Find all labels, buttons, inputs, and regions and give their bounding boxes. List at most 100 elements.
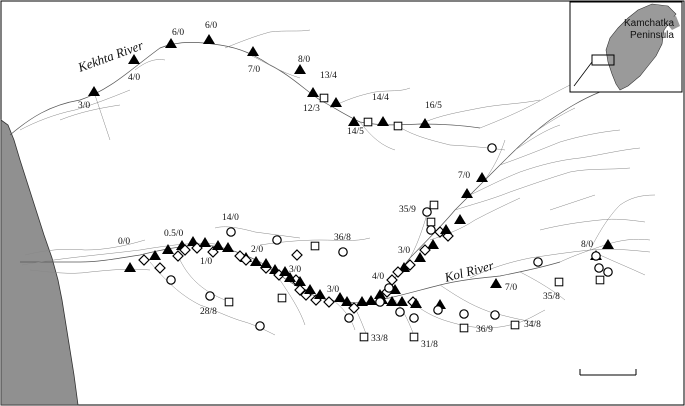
black-triangle-icon bbox=[162, 244, 174, 254]
site-label: 7/0 bbox=[248, 65, 260, 75]
black-triangle-icon bbox=[260, 258, 272, 268]
open-square-icon bbox=[277, 293, 287, 303]
open-square-icon bbox=[429, 200, 439, 210]
black-triangle-icon bbox=[386, 296, 398, 306]
sea-area bbox=[0, 119, 79, 406]
black-triangle-icon bbox=[476, 172, 488, 182]
open-circle-icon bbox=[459, 309, 469, 319]
black-triangle-icon bbox=[128, 54, 140, 64]
black-triangle-icon bbox=[247, 46, 259, 56]
open-circle-icon bbox=[409, 313, 419, 323]
black-triangle-icon bbox=[396, 296, 408, 306]
open-diamond-icon bbox=[323, 296, 335, 308]
open-diamond-icon bbox=[294, 284, 306, 296]
open-diamond-icon bbox=[404, 259, 416, 271]
open-circle-icon bbox=[490, 310, 500, 320]
site-label: 4/0 bbox=[128, 73, 140, 83]
open-diamond-icon bbox=[179, 244, 191, 256]
black-triangle-icon bbox=[410, 298, 422, 308]
site-label: 7/0 bbox=[505, 283, 517, 293]
open-circle-icon bbox=[205, 291, 215, 301]
site-label: 35/9 bbox=[399, 205, 416, 215]
open-circle-icon bbox=[272, 235, 282, 245]
black-triangle-icon bbox=[454, 214, 466, 224]
open-circle-icon bbox=[433, 305, 443, 315]
black-triangle-icon bbox=[212, 240, 224, 250]
black-triangle-icon bbox=[222, 242, 234, 252]
site-label: 4/0 bbox=[372, 272, 384, 282]
black-triangle-icon bbox=[203, 34, 215, 44]
open-square-icon bbox=[426, 217, 436, 227]
black-triangle-icon bbox=[602, 239, 614, 249]
black-triangle-icon bbox=[330, 97, 342, 107]
black-triangle-icon bbox=[199, 237, 211, 247]
inset-study-area-box bbox=[591, 54, 615, 66]
black-triangle-icon bbox=[490, 278, 502, 288]
black-triangle-icon bbox=[124, 262, 136, 272]
open-circle-icon bbox=[375, 297, 385, 307]
open-circle-icon bbox=[166, 275, 176, 285]
site-label: 8/0 bbox=[298, 55, 310, 65]
black-triangle-icon bbox=[334, 292, 346, 302]
open-circle-icon bbox=[384, 283, 394, 293]
site-label: 31/8 bbox=[421, 340, 438, 350]
sample-site-markers bbox=[88, 34, 614, 342]
black-triangle-icon bbox=[165, 38, 177, 48]
open-circle-icon bbox=[226, 227, 236, 237]
open-circle-icon bbox=[395, 307, 405, 317]
black-triangle-icon bbox=[149, 250, 161, 260]
sample-site-labels: 3/04/06/06/07/08/013/412/314/414/516/57/… bbox=[78, 21, 593, 350]
open-square-icon bbox=[459, 323, 469, 333]
open-circle-icon bbox=[594, 263, 604, 273]
open-square-icon bbox=[224, 297, 234, 307]
open-circle-icon bbox=[426, 225, 436, 235]
site-label: 6/0 bbox=[205, 21, 217, 31]
open-circle-icon bbox=[591, 251, 601, 261]
site-label: 6/0 bbox=[172, 28, 184, 38]
site-label: 0.5/0 bbox=[164, 229, 184, 239]
site-label: 8/0 bbox=[581, 240, 593, 250]
open-diamond-icon bbox=[154, 262, 166, 274]
open-diamond-icon bbox=[138, 254, 150, 266]
site-label: 13/4 bbox=[320, 71, 337, 81]
black-triangle-icon bbox=[377, 116, 389, 126]
inset-label-line2: Peninsula bbox=[630, 30, 674, 41]
site-label: 36/8 bbox=[334, 233, 351, 243]
black-triangle-icon bbox=[419, 118, 431, 128]
open-square-icon bbox=[554, 277, 564, 287]
black-triangle-icon bbox=[427, 239, 439, 249]
scale-bar bbox=[579, 369, 637, 376]
open-circle-icon bbox=[338, 247, 348, 257]
site-label: 7/0 bbox=[458, 171, 470, 181]
open-square-icon bbox=[393, 121, 403, 131]
black-triangle-icon bbox=[307, 87, 319, 97]
black-triangle-icon bbox=[348, 116, 360, 126]
site-label: 0/0 bbox=[118, 237, 130, 247]
black-triangle-icon bbox=[461, 188, 473, 198]
open-diamond-icon bbox=[392, 266, 404, 278]
site-label: 2/0 bbox=[251, 245, 263, 255]
open-circle-icon bbox=[344, 313, 354, 323]
open-diamond-icon bbox=[240, 254, 252, 266]
black-triangle-icon bbox=[250, 256, 262, 266]
open-square-icon bbox=[409, 332, 419, 342]
open-circle-icon bbox=[533, 257, 543, 267]
open-diamond-icon bbox=[291, 249, 303, 261]
site-label: 14/0 bbox=[222, 213, 239, 223]
open-circle-icon bbox=[255, 321, 265, 331]
site-label: 3/0 bbox=[78, 101, 90, 111]
black-triangle-icon bbox=[294, 64, 306, 74]
site-label: 3/0 bbox=[289, 265, 301, 275]
inset-land-fragment bbox=[664, 16, 680, 30]
open-square-icon bbox=[310, 241, 320, 251]
kol-river-label: Kol River bbox=[442, 257, 496, 285]
black-triangle-icon bbox=[88, 86, 100, 96]
black-triangle-icon bbox=[440, 224, 452, 234]
site-label: 12/3 bbox=[303, 104, 320, 114]
open-diamond-icon bbox=[172, 250, 184, 262]
site-label: 3/0 bbox=[398, 246, 410, 256]
open-square-icon bbox=[319, 93, 329, 103]
site-label: 36/9 bbox=[476, 325, 493, 335]
site-label: 34/8 bbox=[524, 320, 541, 330]
